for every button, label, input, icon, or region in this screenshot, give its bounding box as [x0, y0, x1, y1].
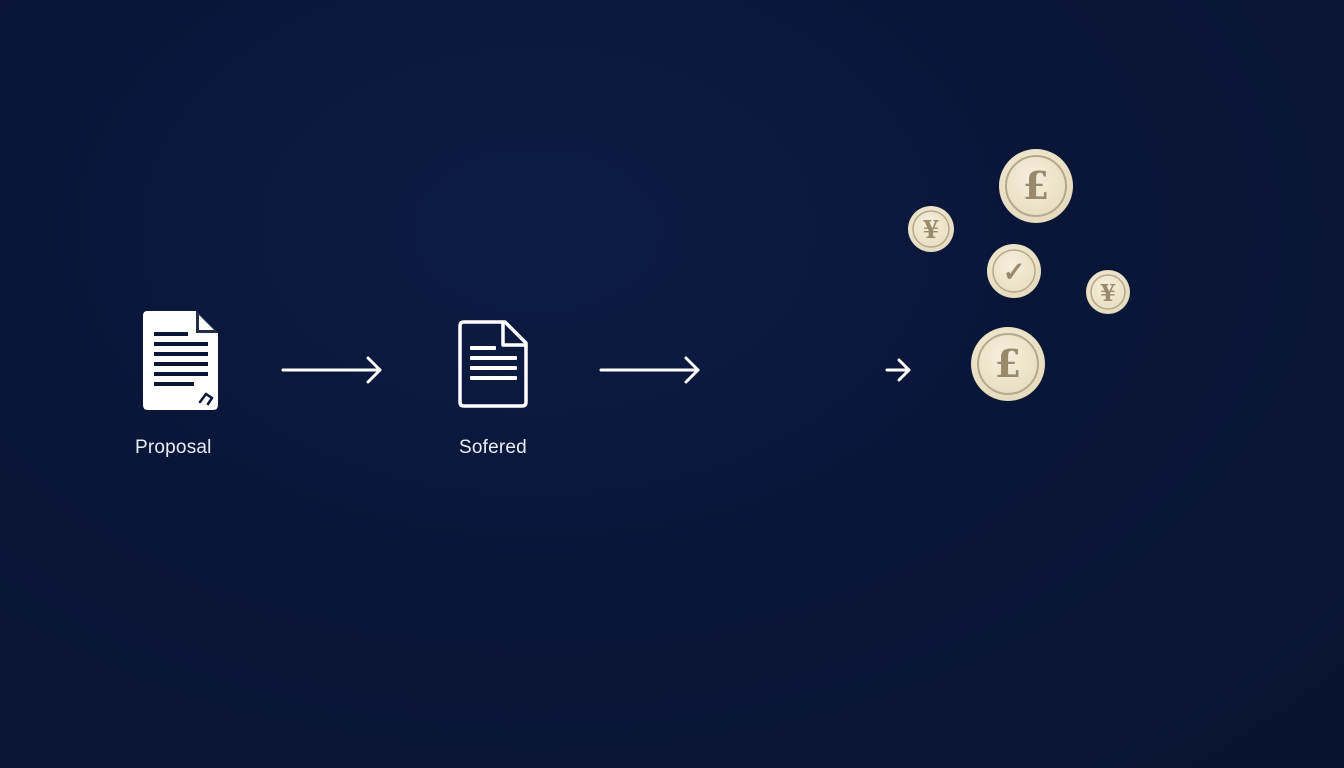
svg-text:✓: ✓ — [1003, 257, 1026, 288]
arrow-right-icon — [281, 356, 382, 384]
yen-coin-icon: ¥ — [908, 206, 954, 252]
yen-coin-icon: ¥ — [1086, 270, 1130, 314]
arrow-right-icon — [599, 356, 700, 384]
step-label-proposal: Proposal — [135, 437, 212, 458]
arrow-right-icon — [885, 358, 911, 382]
document-icon — [458, 320, 528, 408]
step-label-sofered: Sofered — [459, 437, 527, 458]
document-signed-icon — [143, 311, 218, 410]
svg-text:¥: ¥ — [1100, 280, 1116, 307]
check-coin-icon: ✓ — [987, 244, 1041, 298]
svg-text:£: £ — [1023, 163, 1049, 208]
pound-coin-icon: £ — [971, 327, 1045, 401]
svg-text:£: £ — [995, 341, 1021, 386]
pound-coin-icon: £ — [999, 149, 1073, 223]
svg-text:¥: ¥ — [923, 215, 940, 244]
